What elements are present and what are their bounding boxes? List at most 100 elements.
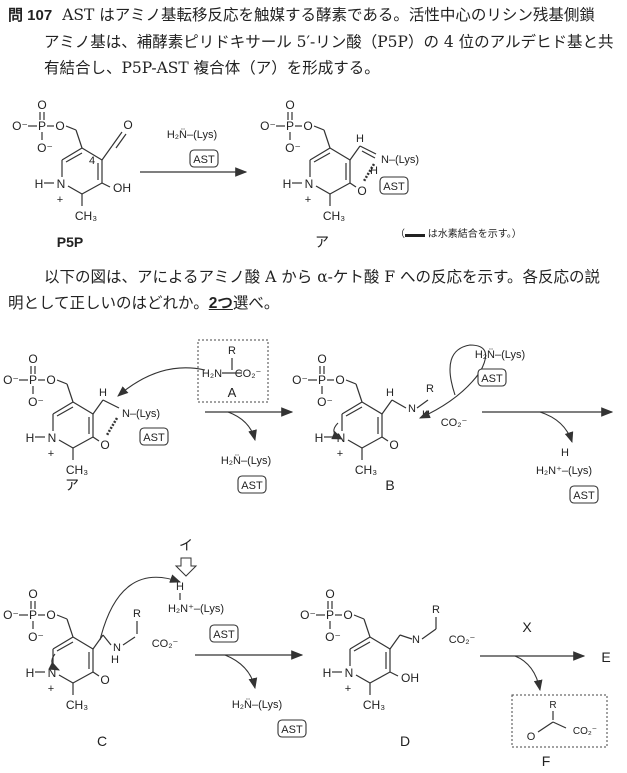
ast-box (477, 368, 507, 387)
oh-bond (101, 182, 111, 188)
b-o-minus: O⁻ (292, 373, 308, 387)
c-ester-o: O (46, 608, 55, 622)
ast-label: AST (573, 490, 595, 502)
c-plus: + (48, 683, 54, 695)
c-n: N (113, 642, 121, 654)
c-ring-bond (58, 674, 74, 684)
imine-bond (381, 399, 393, 415)
b-ring-bond (341, 401, 363, 415)
c-phosphorus: P (29, 608, 37, 622)
a-label-2: ア (65, 477, 79, 493)
attack-arrow (117, 367, 206, 397)
a2-o-double: O (28, 352, 37, 366)
imine-h: H (356, 133, 364, 145)
amino-acid-a-box (197, 339, 269, 403)
protonated-arrow (539, 411, 574, 444)
aldehyde-bond (115, 133, 127, 149)
d-ring-n: N (345, 666, 354, 680)
e-label: E (601, 649, 610, 665)
c-ring-bond (52, 636, 74, 650)
d-o-minus: O⁻ (325, 630, 341, 644)
b-label: B (385, 477, 394, 493)
p5p-o-minus: O⁻ (12, 119, 28, 133)
c-lys-h: H (176, 581, 184, 593)
b-released-h: H (561, 447, 569, 459)
b-carboxylate: CO₂⁻ (441, 417, 468, 429)
b-n: N (408, 403, 416, 415)
b-phenoxide-o: O (389, 438, 398, 452)
d-ring-h: H (323, 666, 332, 680)
c-ring-n: N (48, 666, 57, 680)
c-released-lys-amine: H₂N̈–(Lys) (232, 698, 282, 711)
a2-ring-bond (72, 436, 94, 449)
b-h: H (386, 387, 394, 399)
a-complex-o-double: O (285, 98, 294, 112)
phenoxide-o: O (100, 438, 109, 452)
d-carboxylate: CO₂⁻ (449, 634, 476, 646)
a-amine: H₂N (202, 368, 222, 380)
c-o-minus: O⁻ (28, 630, 44, 644)
a2-plus: + (48, 448, 54, 460)
b-o-double: O (317, 352, 326, 366)
f-label: F (542, 753, 551, 769)
d-n: N (412, 634, 420, 646)
question2-text-line1: 以下の図は、アによるアミノ酸 A から α-ケト酸 F への反応を示す。各反応の… (44, 268, 600, 286)
b-ester-o: O (335, 373, 344, 387)
ast-label: AST (213, 629, 235, 641)
a2-ch2-bond (66, 383, 74, 403)
a-complex-ring-bond (329, 182, 351, 195)
f-carboxylate: CO₂⁻ (573, 726, 597, 737)
d-plus: + (345, 683, 351, 695)
d-ring-bond (353, 641, 371, 652)
d-ester-o: O (343, 608, 352, 622)
a-complex-o-minus: O⁻ (260, 119, 276, 133)
c-label: C (97, 733, 107, 749)
question2-text-line2b: 選べ。 (232, 294, 280, 312)
imine-bond (359, 145, 377, 155)
d-methyl: CH₃ (363, 698, 385, 712)
imine-n-lys: N–(Lys) (122, 408, 160, 420)
d-hydroxyl: OH (401, 671, 419, 685)
imine-bond (92, 399, 104, 415)
question-text-line1: AST はアミノ基転移反応を触媒する酵素である。活性中心のリシン残基側鎖 (62, 6, 595, 24)
d-bond (421, 628, 437, 640)
b-ch2-bond (355, 383, 363, 403)
b-ring-bond (361, 436, 383, 449)
question2-text-line2a: 明として正しいのはどれか。 (8, 294, 209, 312)
a-complex-ring-n: N (305, 177, 314, 191)
c-lys-amine: H₂N⁺–(Lys) (168, 603, 224, 615)
x-label: X (522, 619, 532, 635)
a-complex-ring-bond (315, 185, 331, 195)
ast-label: AST (281, 724, 303, 736)
a-complex-plus: + (305, 194, 311, 206)
a-complex-ch2-bond (323, 129, 331, 149)
a2-phosphorus: P (29, 373, 37, 387)
p5p-ring-bond (81, 182, 103, 195)
p5p-methyl: CH₃ (75, 209, 97, 223)
d-r: R (432, 604, 440, 616)
d-ring-bond (355, 674, 371, 684)
emphasis-two: 2つ (208, 295, 233, 312)
a2-o-minus: O⁻ (28, 395, 44, 409)
c-electron-arrow (48, 653, 60, 671)
c-ring-bond (56, 641, 74, 652)
d-ring-bond (369, 671, 391, 684)
c-ring-bond (72, 671, 94, 684)
a-complex-ring-bond (329, 147, 351, 161)
a2-ring-h: H (26, 431, 35, 445)
ast-box (209, 624, 239, 643)
aldehyde-bond (101, 145, 113, 161)
a-complex-phosphorus: P (286, 119, 294, 133)
p5p-ester-o: O (55, 119, 64, 133)
reagent-lys-amine: H₂N̈–(Lys) (167, 128, 217, 141)
ast-label: AST (383, 181, 405, 193)
question-number: 問 107 (8, 7, 53, 24)
p5p-ch2-bond (65, 125, 77, 131)
imine-bond (361, 150, 376, 159)
d-bond (399, 634, 413, 640)
release-arrow (227, 411, 257, 442)
ast-label: AST (481, 373, 503, 385)
keto-acid-f-box (511, 694, 608, 748)
p5p-ch2-bond (75, 129, 83, 149)
